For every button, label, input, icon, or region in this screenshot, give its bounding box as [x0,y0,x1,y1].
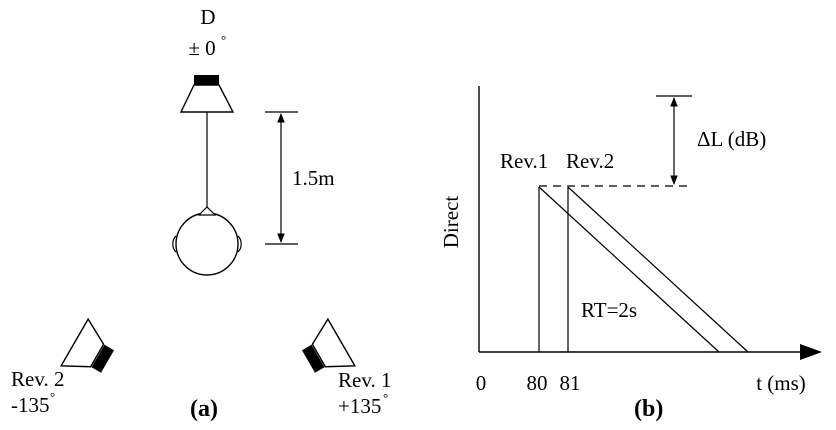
rev2-speaker-angle: -135 [11,393,50,417]
rev1-label: Rev.1 [500,149,548,173]
rev1-speaker-icon [301,317,357,373]
rev2-speaker-icon [59,317,115,373]
degree-symbol: ° [383,390,388,405]
panel-a: D ± 0 ° 1.5m Rev. 2 -135 ° [11,5,391,422]
rev2-decay-shape [567,186,749,353]
rev2-speaker-name: Rev. 2 [11,367,64,391]
front-speaker-name: D [200,5,215,29]
listener-head-icon [172,206,242,276]
level-difference-label: ΔL (dB) [697,127,766,151]
x-axis-label: t (ms) [756,371,806,395]
x-tick-label: 80 [527,371,548,395]
panel-a-caption: (a) [190,396,218,422]
distance-label: 1.5m [292,166,335,190]
x-tick-label: 81 [560,371,581,395]
degree-symbol: ° [221,32,226,47]
panel-b-caption: (b) [634,396,663,422]
panel-b: Direct 0 80 81 t (ms) ΔL (dB) Rev.1 Rev.… [439,86,822,422]
rt-label: RT=2s [581,298,637,322]
x-axis-arrow-icon [800,344,822,360]
degree-symbol: ° [50,389,55,404]
distance-dimension [265,111,298,245]
rev1-decay-shape [538,186,720,353]
origin-label: 0 [476,371,487,395]
rev2-label: Rev.2 [566,149,614,173]
front-speaker-icon [179,75,235,113]
front-speaker-angle: ± 0 [188,36,215,60]
rev1-speaker-angle: +135 [338,394,381,418]
rev1-speaker-name: Rev. 1 [338,368,391,392]
y-axis-label: Direct [439,196,463,249]
